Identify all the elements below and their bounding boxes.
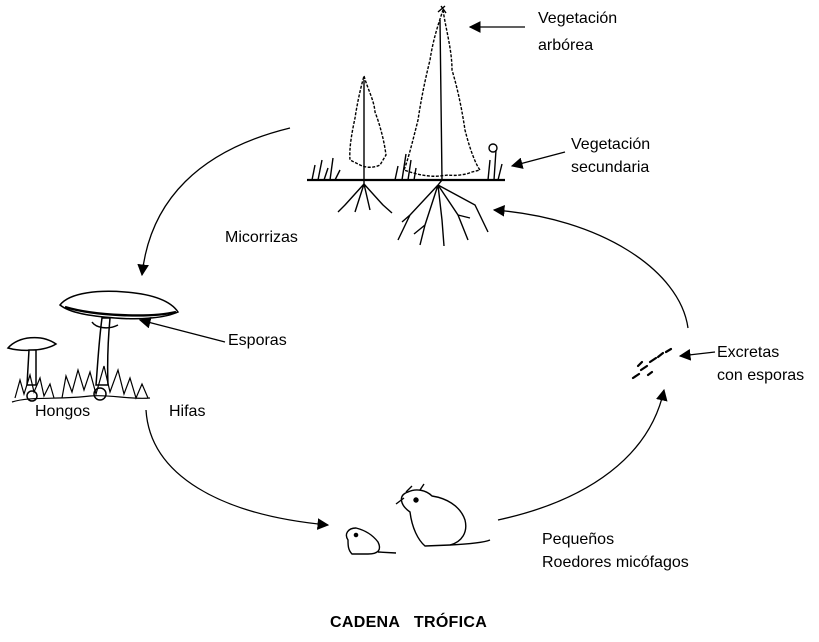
arrow-excreta-to-trees — [494, 210, 688, 328]
label-vegetacion-arborea: Vegetación arbórea — [538, 7, 617, 57]
label-hongos: Hongos — [35, 400, 90, 423]
label-line: Roedores micófagos — [542, 551, 689, 574]
label-roedores: Pequeños Roedores micófagos — [542, 528, 689, 574]
small-rodent — [346, 528, 379, 554]
rodents-illustration — [346, 484, 490, 554]
arrow-fungi-to-rodents — [146, 410, 328, 525]
label-excretas: Excretas con esporas — [717, 341, 804, 387]
label-vegetacion-secundaria: Vegetación secundaria — [571, 133, 650, 179]
cycle-arrows — [142, 128, 688, 525]
pointer-esporas — [140, 320, 225, 342]
tall-tree — [404, 6, 480, 185]
tree-illustration — [307, 6, 505, 246]
excreta-dots — [633, 349, 671, 378]
label-line: Vegetación — [538, 7, 617, 30]
large-rodent — [401, 490, 465, 546]
medium-tree — [350, 76, 386, 184]
arrow-trees-to-fungi — [142, 128, 290, 275]
label-hifas: Hifas — [169, 400, 205, 423]
label-line: Excretas — [717, 341, 804, 364]
label-line: Vegetación — [571, 133, 650, 156]
pointer-vegetacion-secundaria — [512, 152, 565, 166]
secondary-vegetation — [312, 144, 502, 180]
arrow-rodents-to-excreta — [498, 390, 664, 520]
label-line: con esporas — [717, 364, 804, 387]
label-micorrizas: Micorrizas — [225, 226, 298, 249]
diagram-title: CADENA TRÓFICA — [330, 614, 487, 632]
pointer-excretas — [680, 352, 715, 356]
label-pointers — [140, 27, 715, 356]
label-line: arbórea — [538, 34, 617, 57]
label-line: Pequeños — [542, 528, 689, 551]
small-mushroom-cap — [8, 338, 56, 351]
label-line: secundaria — [571, 156, 650, 179]
fungi-illustration — [8, 291, 178, 402]
tree-roots — [338, 184, 488, 246]
label-esporas: Esporas — [228, 329, 287, 352]
